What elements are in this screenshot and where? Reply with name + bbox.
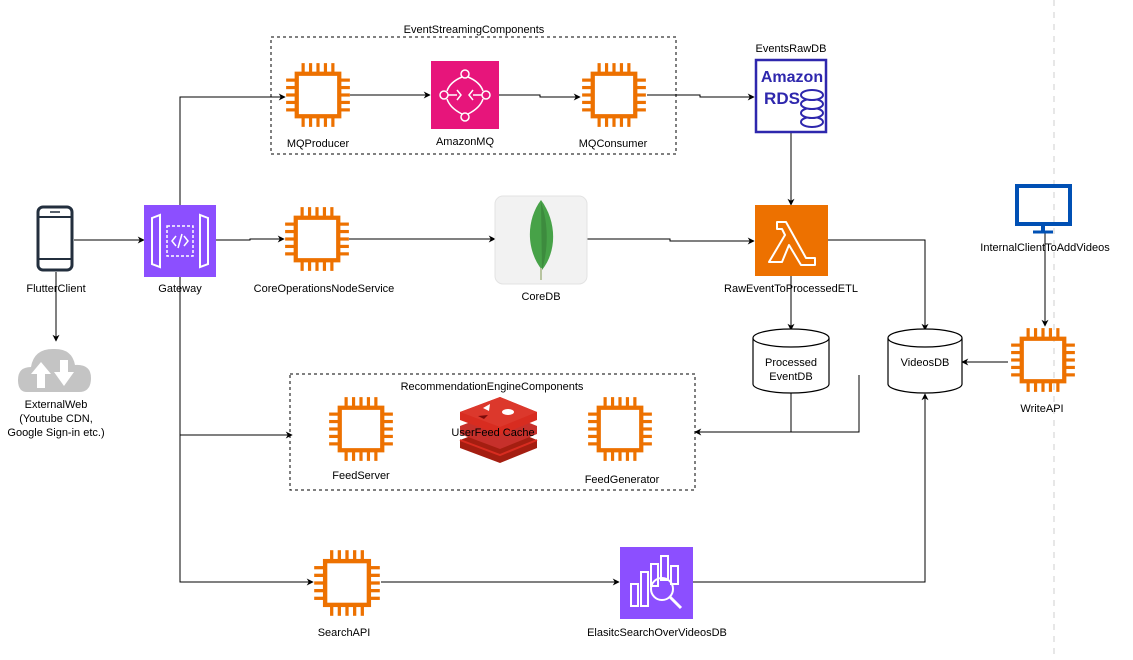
api-gateway-icon — [144, 205, 216, 277]
edge-gateway-searchapi[interactable] — [179, 435, 314, 586]
gateway-label: Gateway — [158, 283, 202, 295]
edge-amazonmq-mqconsumer[interactable] — [499, 93, 581, 101]
write-api-label: WriteAPI — [1020, 403, 1063, 415]
processed-event-db-label-line1: Processed — [765, 357, 817, 369]
search-api-label: SearchAPI — [318, 627, 371, 639]
raw-event-etl-label: RawEventToProcessedETL — [724, 283, 858, 295]
ec2-chip-icon — [582, 63, 646, 127]
external-web-label-line1: ExternalWeb — [25, 399, 88, 411]
amazon-mq-icon — [431, 61, 499, 129]
amazon-rds-icon: Amazon RDS — [754, 58, 828, 134]
edge-elastic-videosdb[interactable] — [693, 393, 929, 583]
edge-videosdb-recommendation[interactable] — [791, 375, 860, 433]
ec2-chip-icon — [588, 397, 652, 461]
events-raw-db-node[interactable]: EventsRawDB Amazon RDS — [754, 43, 828, 134]
amazon-mq-node[interactable]: AmazonMQ — [431, 61, 499, 148]
connectors — [52, 91, 1049, 586]
userfeed-cache-label: UserFeed Cache — [451, 427, 534, 439]
redis-cache-icon — [459, 397, 538, 463]
event-streaming-group-label: EventStreamingComponents — [404, 24, 545, 36]
edge-coredb-etl[interactable] — [587, 237, 755, 245]
recommendation-engine-group-label: RecommendationEngineComponents — [401, 381, 584, 393]
core-db-label: CoreDB — [521, 291, 560, 303]
events-raw-db-label: EventsRawDB — [756, 43, 827, 55]
ec2-chip-icon — [1011, 328, 1075, 392]
search-api-node[interactable]: SearchAPI — [314, 550, 380, 639]
feed-generator-node[interactable]: FeedGenerator — [585, 397, 660, 486]
external-web-label-line2: (Youtube CDN, — [19, 413, 93, 425]
processed-event-db-label-line2: EventDB — [769, 371, 812, 383]
processed-event-db-node[interactable]: Processed EventDB — [752, 328, 830, 394]
mq-consumer-node[interactable]: MQConsumer — [579, 63, 648, 150]
external-web-node[interactable]: ExternalWeb (Youtube CDN, Google Sign-in… — [7, 348, 105, 439]
feed-server-label: FeedServer — [332, 470, 390, 482]
core-operations-service-label: CoreOperationsNodeService — [254, 283, 395, 295]
elastic-search-node[interactable]: ElasitcSearchOverVideosDB — [587, 547, 727, 639]
feed-generator-label: FeedGenerator — [585, 474, 660, 486]
edge-gateway-recommendation[interactable] — [179, 275, 293, 439]
userfeed-cache-node[interactable]: UserFeed Cache — [451, 397, 538, 463]
desktop-monitor-icon — [1015, 184, 1072, 234]
ec2-chip-icon — [314, 550, 380, 616]
edge-etl-videosdb[interactable] — [828, 239, 929, 331]
edge-gateway-mqproducer[interactable] — [179, 93, 286, 205]
internal-client-label: InternalClientToAddVideos — [980, 242, 1110, 254]
ec2-chip-icon — [329, 397, 393, 461]
core-operations-service-node[interactable]: CoreOperationsNodeService — [254, 207, 395, 295]
opensearch-icon — [620, 547, 693, 619]
mq-consumer-label: MQConsumer — [579, 138, 648, 150]
gateway-node[interactable]: Gateway — [144, 205, 216, 295]
mq-producer-node[interactable]: MQProducer — [286, 63, 350, 150]
flutter-client-label: FlutterClient — [26, 283, 85, 295]
edge-mqconsumer-eventsrawdb[interactable] — [647, 93, 755, 101]
videos-db-label: VideosDB — [901, 357, 950, 369]
raw-event-etl-node[interactable]: RawEventToProcessedETL — [724, 205, 858, 295]
elastic-search-label: ElasitcSearchOverVideosDB — [587, 627, 727, 639]
feed-server-node[interactable]: FeedServer — [329, 397, 393, 482]
ec2-chip-icon — [285, 207, 349, 271]
ec2-chip-icon — [286, 63, 350, 127]
external-web-label-line3: Google Sign-in etc.) — [7, 427, 104, 439]
mobile-phone-icon — [36, 205, 74, 272]
mongodb-leaf-icon — [494, 195, 588, 285]
videos-db-node[interactable]: VideosDB — [887, 328, 963, 394]
flutter-client-node[interactable]: FlutterClient — [26, 205, 86, 295]
cloud-download-icon — [18, 348, 91, 392]
edge-gateway-coreops[interactable] — [216, 235, 285, 243]
core-db-node[interactable]: CoreDB — [494, 195, 588, 303]
edge-processeddb-recommendation[interactable] — [694, 392, 792, 436]
internal-client-node[interactable]: InternalClientToAddVideos — [980, 184, 1110, 254]
rds-logo-text-2: RDS — [764, 89, 800, 108]
lambda-icon — [755, 205, 828, 276]
mq-producer-label: MQProducer — [287, 138, 350, 150]
amazon-mq-label: AmazonMQ — [436, 136, 495, 148]
rds-logo-text-1: Amazon — [761, 69, 823, 86]
write-api-node[interactable]: WriteAPI — [1011, 328, 1075, 415]
